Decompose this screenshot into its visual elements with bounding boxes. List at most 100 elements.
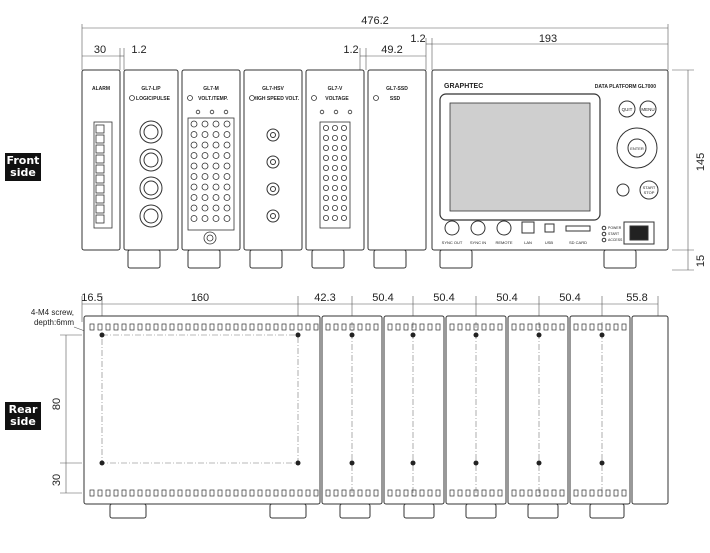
vent-slot xyxy=(185,323,191,331)
terminal-screw xyxy=(340,194,347,201)
vent-slot xyxy=(153,323,159,331)
terminal-screw xyxy=(340,184,347,191)
terminal-screw xyxy=(331,174,338,181)
vent-slot xyxy=(403,489,409,497)
vent-slot xyxy=(559,489,565,497)
vent-slot xyxy=(305,323,311,331)
vent-slot xyxy=(349,323,355,331)
port-label: SYNC IN xyxy=(470,240,486,245)
terminal-cell xyxy=(95,184,105,194)
screw-hole-icon xyxy=(410,332,416,338)
terminal-cell xyxy=(95,204,105,214)
terminal-cell xyxy=(95,144,105,154)
screw-hole-icon xyxy=(349,332,355,338)
vent-slot xyxy=(265,323,271,331)
vent-slot xyxy=(349,489,355,497)
vent-slot xyxy=(613,323,619,331)
module-subtitle: HIGH SPEED VOLT. xyxy=(253,96,300,102)
terminal-screw xyxy=(331,144,338,151)
dim-rear: 16.5 xyxy=(81,292,102,304)
vent-slot xyxy=(365,323,371,331)
vent-slot xyxy=(137,489,143,497)
rear-module-panel xyxy=(507,315,569,505)
vent-slot xyxy=(121,323,127,331)
vent-slot xyxy=(465,323,471,331)
vent-slot xyxy=(281,323,287,331)
vent-slot xyxy=(153,489,159,497)
terminal-screw xyxy=(331,125,338,132)
enter-button[interactable] xyxy=(627,138,647,158)
terminal-screw xyxy=(212,162,220,170)
terminal-screw xyxy=(331,154,338,161)
terminal-screw xyxy=(322,214,329,221)
terminal-screw xyxy=(340,204,347,211)
vent-slot xyxy=(559,323,565,331)
terminal-screw xyxy=(322,194,329,201)
vent-slot xyxy=(419,323,425,331)
terminal-screw xyxy=(340,164,347,171)
vent-slot xyxy=(435,489,441,497)
terminal-screw xyxy=(223,194,231,201)
terminal-cell xyxy=(95,214,105,224)
menu-button[interactable] xyxy=(639,100,657,118)
terminal-screw xyxy=(340,144,347,151)
port-label: LAN xyxy=(524,240,532,245)
terminal-screw xyxy=(190,162,198,170)
module-title: ALARM xyxy=(92,86,110,92)
vent-slot xyxy=(137,323,143,331)
screw-hole-icon xyxy=(295,332,301,338)
port-label: REMOTE xyxy=(495,240,512,245)
vent-slot xyxy=(597,489,603,497)
vent-slot xyxy=(105,489,111,497)
vent-slot xyxy=(249,323,255,331)
terminal-screw xyxy=(190,183,198,191)
terminal-screw xyxy=(223,173,231,180)
terminal-screw xyxy=(190,204,198,212)
display-screen xyxy=(449,102,591,212)
module-subtitle: VOLTAGE xyxy=(325,96,349,102)
vent-slot xyxy=(161,489,167,497)
vent-slot xyxy=(365,489,371,497)
led-label: POWER xyxy=(608,226,622,230)
vent-slot xyxy=(273,323,279,331)
screw-hole-icon xyxy=(295,460,301,466)
terminal-screw xyxy=(212,183,220,191)
vent-slot xyxy=(589,323,595,331)
vent-slot xyxy=(233,323,239,331)
screw-hole-icon xyxy=(99,332,105,338)
vent-slot xyxy=(201,323,207,331)
vent-slot xyxy=(597,323,603,331)
terminal-screw xyxy=(322,174,329,181)
remote-port-icon xyxy=(496,220,512,236)
vent-slot xyxy=(209,489,215,497)
vent-slot xyxy=(145,323,151,331)
vent-slot xyxy=(573,323,579,331)
vent-slot xyxy=(177,323,183,331)
terminal-screw xyxy=(322,184,329,191)
vent-slot xyxy=(185,489,191,497)
screw-hole-icon xyxy=(473,332,479,338)
rear-module-panel xyxy=(383,315,445,505)
vent-slot xyxy=(527,489,533,497)
vent-slot xyxy=(473,323,479,331)
module-title: GL7-L/P xyxy=(141,86,161,92)
terminal-screw xyxy=(212,194,220,201)
start-stop-button[interactable] xyxy=(639,180,659,200)
dim-rear: 160 xyxy=(191,292,209,304)
svg-text:QUIT: QUIT xyxy=(622,107,633,112)
vent-slot xyxy=(403,323,409,331)
terminal-screw xyxy=(201,141,209,149)
dim-height: 145 xyxy=(695,153,707,171)
terminal-screw xyxy=(201,183,209,191)
vent-slot xyxy=(357,489,363,497)
terminal-screw xyxy=(340,134,347,141)
terminal-screw xyxy=(212,120,220,128)
vent-slot xyxy=(489,323,495,331)
vent-slot xyxy=(411,489,417,497)
vent-slot xyxy=(289,323,295,331)
dim-gap-a: 1.2 xyxy=(131,44,146,56)
module-led-icons xyxy=(129,95,379,115)
vent-slot xyxy=(105,323,111,331)
quit-button[interactable] xyxy=(618,100,636,118)
